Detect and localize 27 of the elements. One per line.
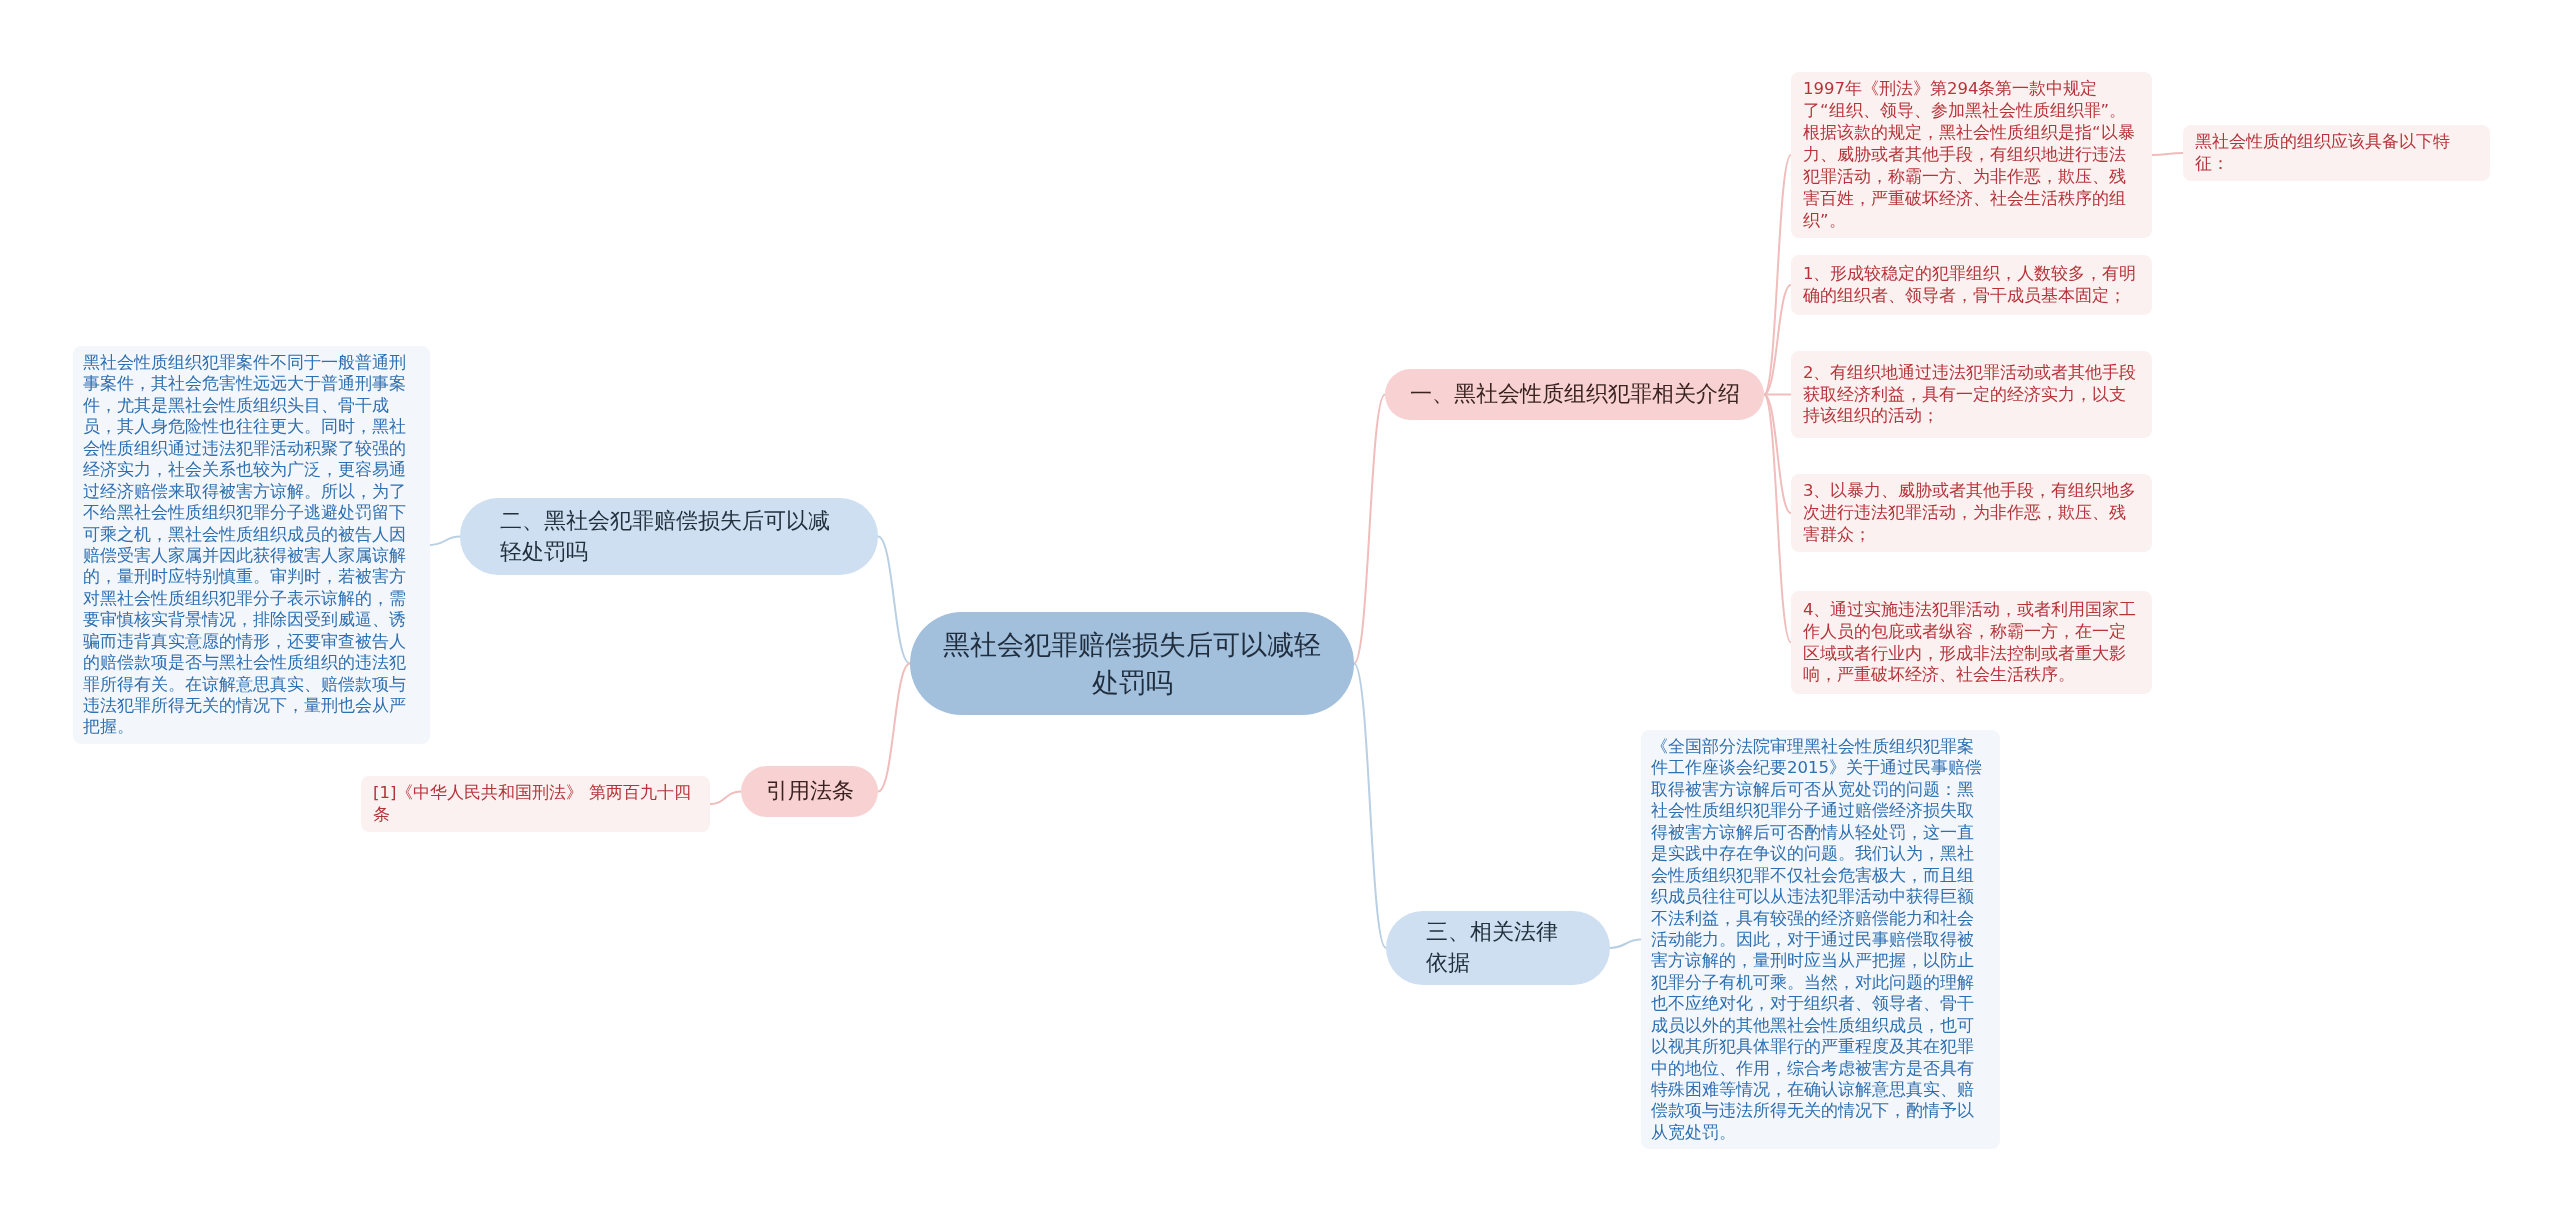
connector-line — [1763, 284, 1792, 396]
connector-line — [709, 790, 742, 805]
connector-line — [1763, 393, 1792, 514]
connector-line — [1353, 662, 1387, 949]
text-box: 3、以暴力、威胁或者其他手段，有组织地多次进行违法犯罪活动，为非作恶，欺压、残害群众； — [1791, 474, 2152, 552]
text-box: 黑社会性质的组织应该具备以下特征： — [2183, 125, 2490, 181]
connector-line — [877, 535, 911, 665]
text-box: 黑社会性质组织犯罪案件不同于一般普通刑事案件，其社会危害性远远大于普通刑事案件，尤其是黑社会性质组织头目、骨干成员，其人身危险性也往往更大。同时，黑社会性质组织通过违法犯罪活动积聚了较强的经济实力，社会关系也较为广泛，更容易通过经济赔偿来取得被害方谅解。所以，为了不给黑社会性质组织犯罪分子逃避处罚留下可乘之机，黑社会性质组织成员的被告人因赔偿受害人家属并因此获得被害人家属谅解的，量刑时应特别慎重。审判时，若被害方对黑社会性质组织犯罪分子表示谅解的，需要审慎核实背景情况，排除因受到威逼、诱骗而违背真实意愿的情形，还要审查被告人的赔偿款项是否与黑社会性质组织的违法犯罪所得有关。在谅解意思真实、赔偿款项与违法犯罪所得无关的情况下，量刑也会从严把握。 — [73, 346, 430, 744]
topic-box: 二、黑社会犯罪赔偿损失后可以减轻处罚吗 — [460, 498, 878, 575]
text-box: 1、形成较稳定的犯罪组织，人数较多，有明确的组织者、领导者，骨干成员基本固定； — [1791, 255, 2152, 315]
text-box: 4、通过实施违法犯罪活动，或者利用国家工作人员的包庇或者纵容，称霸一方，在一定区域或者行业内，形成非法控制或者重大影响，严重破坏经济、社会生活秩序。 — [1791, 591, 2152, 694]
text-box: [1]《中华人民共和国刑法》 第两百九十四条 — [361, 776, 710, 832]
connector-line — [1763, 393, 1792, 644]
topic-box: 一、黑社会性质组织犯罪相关介绍 — [1385, 369, 1764, 420]
topic-box: 引用法条 — [741, 766, 878, 817]
text-box: 《全国部分法院审理黑社会性质组织犯罪案件工作座谈会纪要2015》关于通过民事赔偿取得被害方谅解后可否从宽处罚的问题：黑社会性质组织犯罪分子通过赔偿经济损失取得被害方谅解后可否酌情从轻处罚，这一直是实践中存在争议的问题。我们认为，黑社会性质组织犯罪不仅社会危害极大，而且组织成员往往可以从违法犯罪活动中获得巨额不法利益，具有较强的经济赔偿能力和社会活动能力。因此，对于通过民事赔偿取得被害方谅解的，量刑时应当从严把握，以防止犯罪分子有机可乘。当然，对此问题的理解也不应绝对化，对于组织者、领导者、骨干成员以外的其他黑社会性质组织成员，也可以视其所犯具体罪行的严重程度及其在犯罪中的地位、作用，综合考虑被害方是否具有特殊困难等情况，在确认谅解意思真实、赔偿款项与违法所得无关的情况下，酌情予以从宽处罚。 — [1641, 730, 2000, 1150]
connector-line — [2151, 152, 2184, 156]
text-box: 1997年《刑法》第294条第一款中规定了“组织、领导、参加黑社会性质组织罪”。根据该款的规定，黑社会性质组织是指“以暴力、威胁或者其他手段，有组织地进行违法犯罪活动，称霸一方、为非作恶，欺压、残害百姓，严重破坏经济、社会生活秩序的组织”。 — [1791, 72, 2152, 238]
connector-line — [1609, 938, 1642, 949]
text-box: 2、有组织地通过违法犯罪活动或者其他手段获取经济利益，具有一定的经济实力，以支持该组织的活动； — [1791, 351, 2152, 438]
connector-line — [1763, 154, 1792, 396]
topic-box: 三、相关法律依据 — [1386, 911, 1610, 985]
connector-line — [877, 662, 911, 793]
connector-line — [1763, 393, 1792, 396]
connector-line — [429, 535, 461, 546]
connector-line — [1353, 393, 1386, 665]
central-topic: 黑社会犯罪赔偿损失后可以减轻处罚吗 — [910, 612, 1354, 715]
